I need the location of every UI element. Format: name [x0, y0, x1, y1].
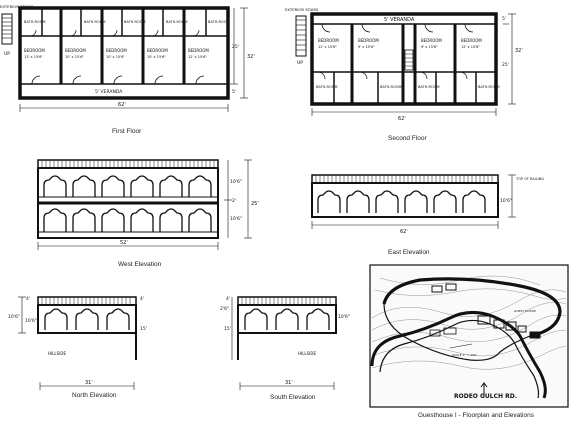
second-floor-bedroom-1: BEDROOM [318, 38, 339, 43]
first-floor-bath-5: BATH-ROOM [208, 20, 230, 24]
first-floor-dim-veranda: 5' [232, 89, 236, 95]
south-elev-hillside: HILLSIDE [298, 351, 316, 356]
first-floor-bedroom-3: BEDROOM [106, 48, 127, 53]
west-elev-dim-total: 25' [251, 201, 259, 207]
caption-south-elevation: South Elevation [270, 394, 316, 401]
site-scale-note: SCALE 1" = 100' [452, 353, 477, 357]
east-elevation-text: 62' TOP OF RAILING 10'6" [400, 177, 544, 235]
second-floor-bedroom-4: BEDROOM [461, 38, 482, 43]
east-elev-dim-width: 62' [400, 229, 408, 235]
north-elev-dim-total: 10'6" [8, 314, 20, 320]
second-floor-bedroom-dim-2: 9' x 15'6" [358, 45, 375, 49]
site-guest-house-label: GUEST HOUSE [514, 309, 536, 313]
first-floor-bedroom-dim-4: 10' x 15'6" [147, 55, 166, 59]
west-elev-dim-lower: 10'6" [230, 216, 242, 222]
first-floor-dim-room: 25' [232, 44, 239, 50]
west-elev-dim-width: 52' [120, 240, 128, 246]
first-floor-plan [1, 6, 248, 112]
first-floor-bath-2: BATH-ROOM [84, 20, 106, 24]
east-elevation [311, 174, 516, 229]
south-elevation-text: 31' 4' 2'6" 15' 10'6" HILLSIDE [220, 296, 350, 386]
site-driveway [370, 311, 547, 399]
second-floor-dim-depth: 32' [515, 48, 523, 54]
south-elev-dim-total: 2'6" [220, 306, 229, 312]
second-floor-bedroom-dim-4: 12' x 15'6" [461, 45, 480, 49]
second-floor-veranda-label: 5' VERANDA [384, 17, 415, 23]
first-floor-bath-1: BATH-ROOM [24, 20, 46, 24]
second-floor-bath-1: BATH-ROOM [316, 85, 338, 89]
east-elev-dim-top: TOP OF RAILING [515, 177, 544, 181]
first-floor-bedroom-4: BEDROOM [147, 48, 168, 53]
first-floor-outer-wall [18, 6, 230, 100]
first-floor-bedroom-1: BEDROOM [24, 48, 45, 53]
first-floor-stair-note: EXTERIOR STAIRS [0, 4, 34, 9]
caption-second-floor: Second Floor [388, 135, 427, 142]
site-plan [369, 264, 569, 408]
caption-first-floor: First Floor [112, 128, 142, 135]
second-floor-bath-4: BATH-ROOM [478, 85, 500, 89]
second-floor-bedroom-dim-1: 12' x 15'6" [318, 45, 337, 49]
second-floor-bedroom-dim-3: 9' x 15'6" [421, 45, 438, 49]
second-floor-bath-3: BATH-ROOM [418, 85, 440, 89]
second-floor-dim-veranda: 5' [502, 16, 506, 22]
caption-sheet-title: Guesthouse I - Floorplan and Elevations [418, 412, 535, 419]
second-floor-bedroom-2: BEDROOM [358, 38, 379, 43]
second-floor-text: EXTERIOR STAIRS UP 5' VERANDA BEDROOM BE… [285, 7, 523, 122]
first-floor-text: EXTERIOR STAIRS UP 5' VERANDA BATH-ROOM … [0, 4, 255, 108]
first-floor-bath-4: BATH-ROOM [166, 20, 188, 24]
second-floor-plan [295, 12, 516, 116]
north-elev-dim-right: 15' [140, 326, 147, 332]
captions: First Floor Second Floor West Elevation … [72, 128, 535, 419]
north-elevation-text: 31' 4' 10'6" 10'6" 4' 15' HILLSIDE [8, 296, 147, 386]
second-floor-stair-note: EXTERIOR STAIRS [285, 7, 319, 12]
first-floor-veranda-label: 5' VERANDA [95, 89, 123, 95]
west-elevation-text: 52' 25' 10'6" 10'6" 2' [120, 179, 259, 246]
caption-west-elevation: West Elevation [118, 261, 162, 268]
first-floor-bedroom-dim-1: 13' x 15'6" [24, 55, 43, 59]
north-elev-dim-width: 31' [85, 380, 93, 386]
west-elev-dim-upper: 10'6" [230, 179, 242, 185]
west-elevation [37, 159, 252, 250]
first-floor-bedroom-dim-2: 10' x 15'6" [65, 55, 84, 59]
west-elev-dim-base: 2' [232, 198, 236, 204]
first-floor-bedroom-2: BEDROOM [65, 48, 86, 53]
caption-east-elevation: East Elevation [388, 249, 430, 256]
first-floor-bedroom-dim-3: 10' x 15'6" [106, 55, 125, 59]
south-elev-dim-roof: 4' [226, 296, 230, 302]
second-floor-bedroom-3: BEDROOM [421, 38, 442, 43]
first-floor-bath-3: BATH-ROOM [124, 20, 146, 24]
site-plan-text: RODEO GULCH RD. SCALE 1" = 100' GUEST HO… [452, 309, 536, 400]
second-floor-stairs [295, 15, 414, 71]
north-elev-hillside: HILLSIDE [48, 351, 66, 356]
north-elevation [18, 296, 137, 390]
site-road-label: RODEO GULCH RD. [454, 393, 517, 400]
second-floor-dim-width: 62' [398, 116, 406, 122]
guest-house-marker [529, 331, 541, 339]
south-elev-dim-wall: 15' [224, 326, 231, 332]
second-floor-up-label: UP [297, 60, 303, 66]
south-elev-dim-right: 10'6" [338, 314, 350, 320]
first-floor-bedroom-5: BEDROOM [188, 48, 209, 53]
first-floor-bedroom-dim-5: 12' x 15'6" [188, 55, 207, 59]
north-elev-dim-wall: 10'6" [25, 318, 37, 324]
first-floor-stairs [1, 13, 13, 45]
caption-north-elevation: North Elevation [72, 392, 117, 399]
north-elev-dim-roof: 4' [26, 296, 30, 302]
second-floor-dim-room: 25' [502, 62, 509, 68]
south-elevation [231, 296, 337, 390]
north-elev-dim-right-top: 4' [140, 296, 144, 302]
first-floor-dim-width: 62' [118, 102, 126, 108]
second-floor-bath-2: BATH-ROOM [380, 85, 402, 89]
first-floor-up-label: UP [4, 51, 10, 57]
east-elev-dim-height: 10'6" [500, 198, 512, 204]
south-elev-dim-width: 31' [285, 380, 293, 386]
site-road-upper [382, 277, 562, 338]
first-floor-dim-depth: 32' [247, 54, 255, 60]
